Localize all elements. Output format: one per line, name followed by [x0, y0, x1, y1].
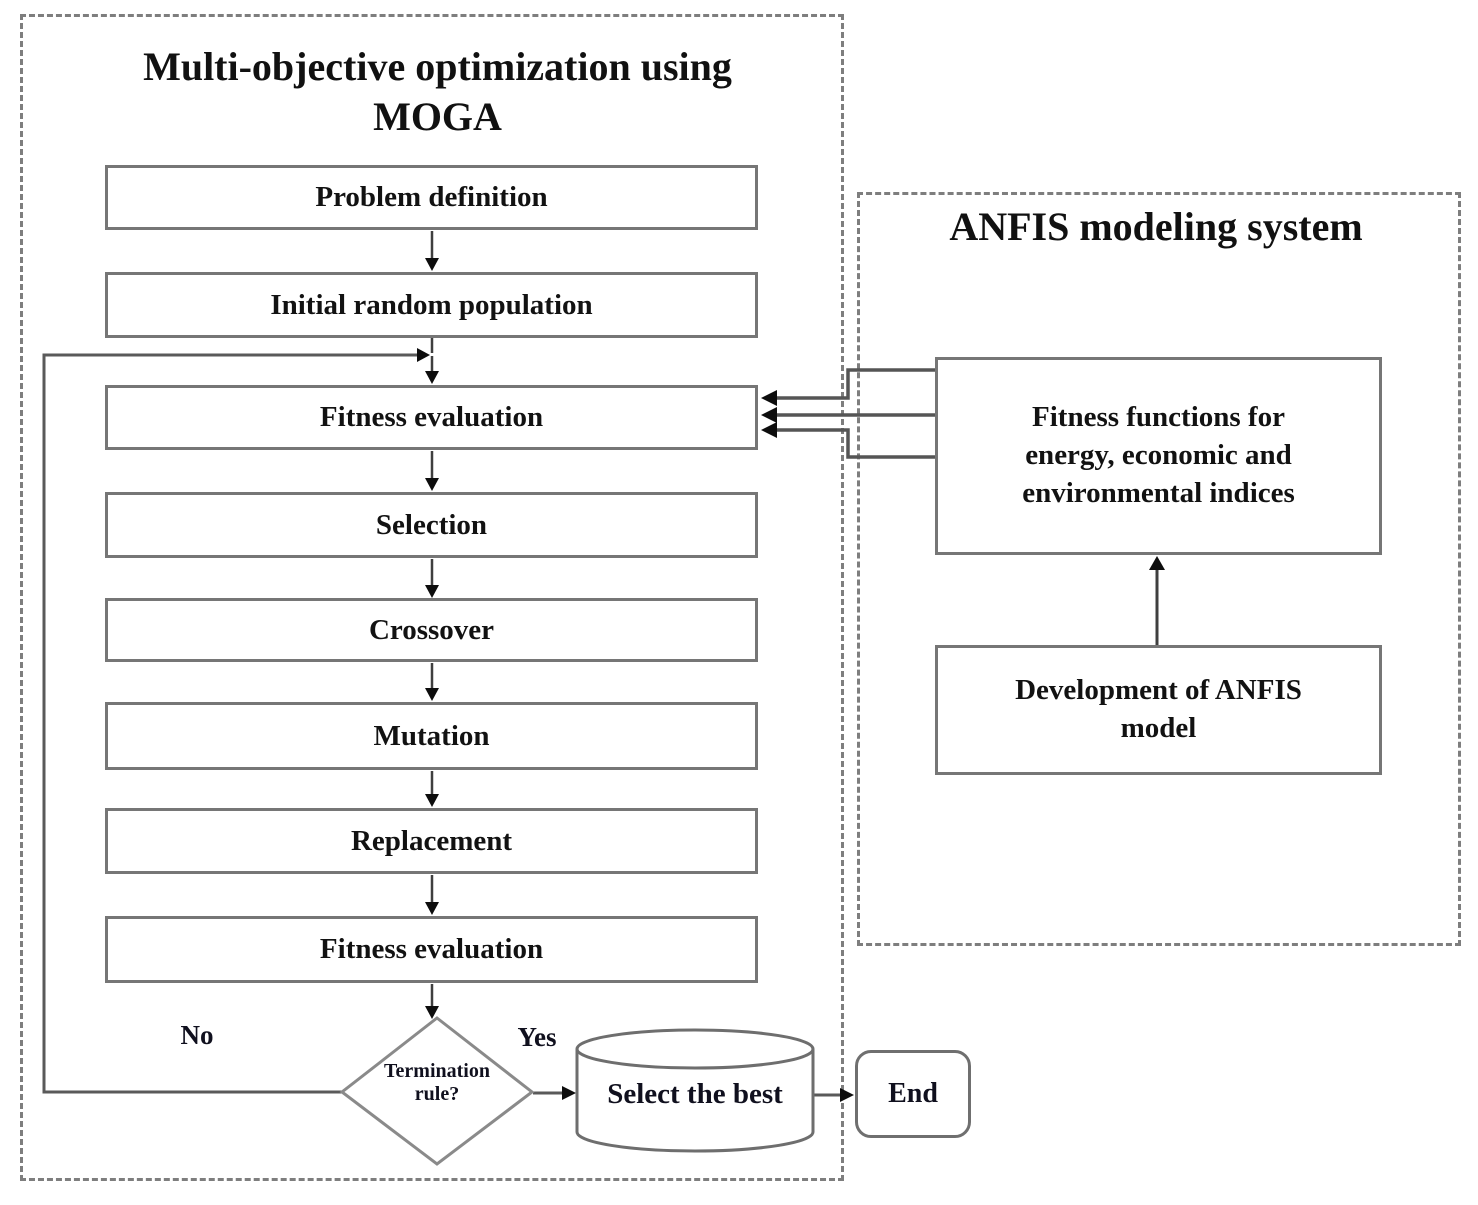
step-replacement: Replacement	[105, 808, 758, 874]
moga-panel	[20, 14, 844, 1181]
step-crossover: Crossover	[105, 598, 758, 662]
step-label: Replacement	[350, 824, 513, 857]
step-label: Initial random population	[270, 288, 593, 321]
cylinder-shape	[575, 1028, 815, 1153]
step-label: Selection	[375, 508, 488, 541]
end-node: End	[855, 1050, 971, 1138]
step-arrowheads	[425, 258, 439, 1019]
step-problem-definition: Problem definition	[105, 165, 758, 230]
step-label: Crossover	[368, 613, 495, 646]
select-best-label: Select the best	[607, 1078, 783, 1110]
step-label: Fitness evaluation	[319, 401, 544, 433]
step-initial-random-population: Initial random population	[105, 272, 758, 338]
anfis-link-lines	[776, 368, 936, 459]
anfis-section-title: ANFIS modeling system	[949, 204, 1363, 249]
anfis-development-label: Development of ANFIS model	[1015, 674, 1302, 744]
edge-label-yes: Yes	[517, 1022, 557, 1052]
end-arrowhead	[840, 1088, 854, 1102]
anfis-fitness-functions-label: Fitness functions for energy, economic a…	[1022, 401, 1295, 509]
step-selection: Selection	[105, 492, 758, 558]
anfis-fitness-functions-box: Fitness functions for energy, economic a…	[935, 357, 1382, 555]
step-fitness-evaluation-2: Fitness evaluation	[105, 916, 758, 983]
moga-section-title: Multi-objective optimization using MOGA	[143, 44, 732, 139]
edge-label-no: No	[180, 1020, 214, 1050]
step-fitness-evaluation-1: Fitness evaluation	[105, 385, 758, 450]
step-mutation: Mutation	[105, 702, 758, 770]
end-label: End	[888, 1078, 938, 1109]
step-label: Fitness evaluation	[319, 933, 544, 965]
yes-arrowhead	[562, 1086, 576, 1100]
anfis-link-arrowheads	[761, 390, 777, 438]
no-loop-arrowhead	[417, 348, 430, 362]
decision-diamond-label: Termination rule?	[384, 1060, 490, 1105]
step-label: Problem definition	[315, 181, 548, 213]
anfis-panel	[857, 192, 1461, 946]
anfis-development-box: Development of ANFIS model	[935, 645, 1382, 775]
decision-diamond-shape	[339, 1016, 535, 1166]
no-loop-line	[42, 353, 417, 1094]
step-label: Mutation	[373, 719, 490, 752]
development-to-fitness-arrowhead	[1149, 556, 1165, 570]
